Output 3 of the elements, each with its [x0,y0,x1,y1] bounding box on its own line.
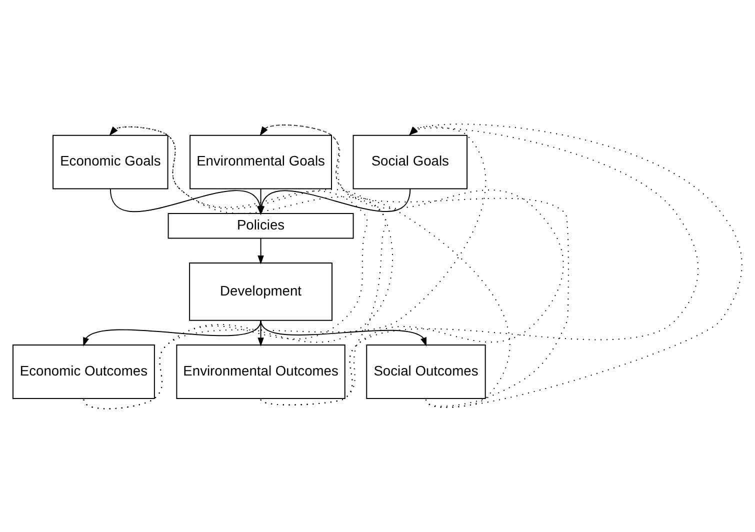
node-box: Economic Goals [52,134,168,189]
node-box: Economic Outcomes [12,344,155,398]
arrow [83,319,262,346]
